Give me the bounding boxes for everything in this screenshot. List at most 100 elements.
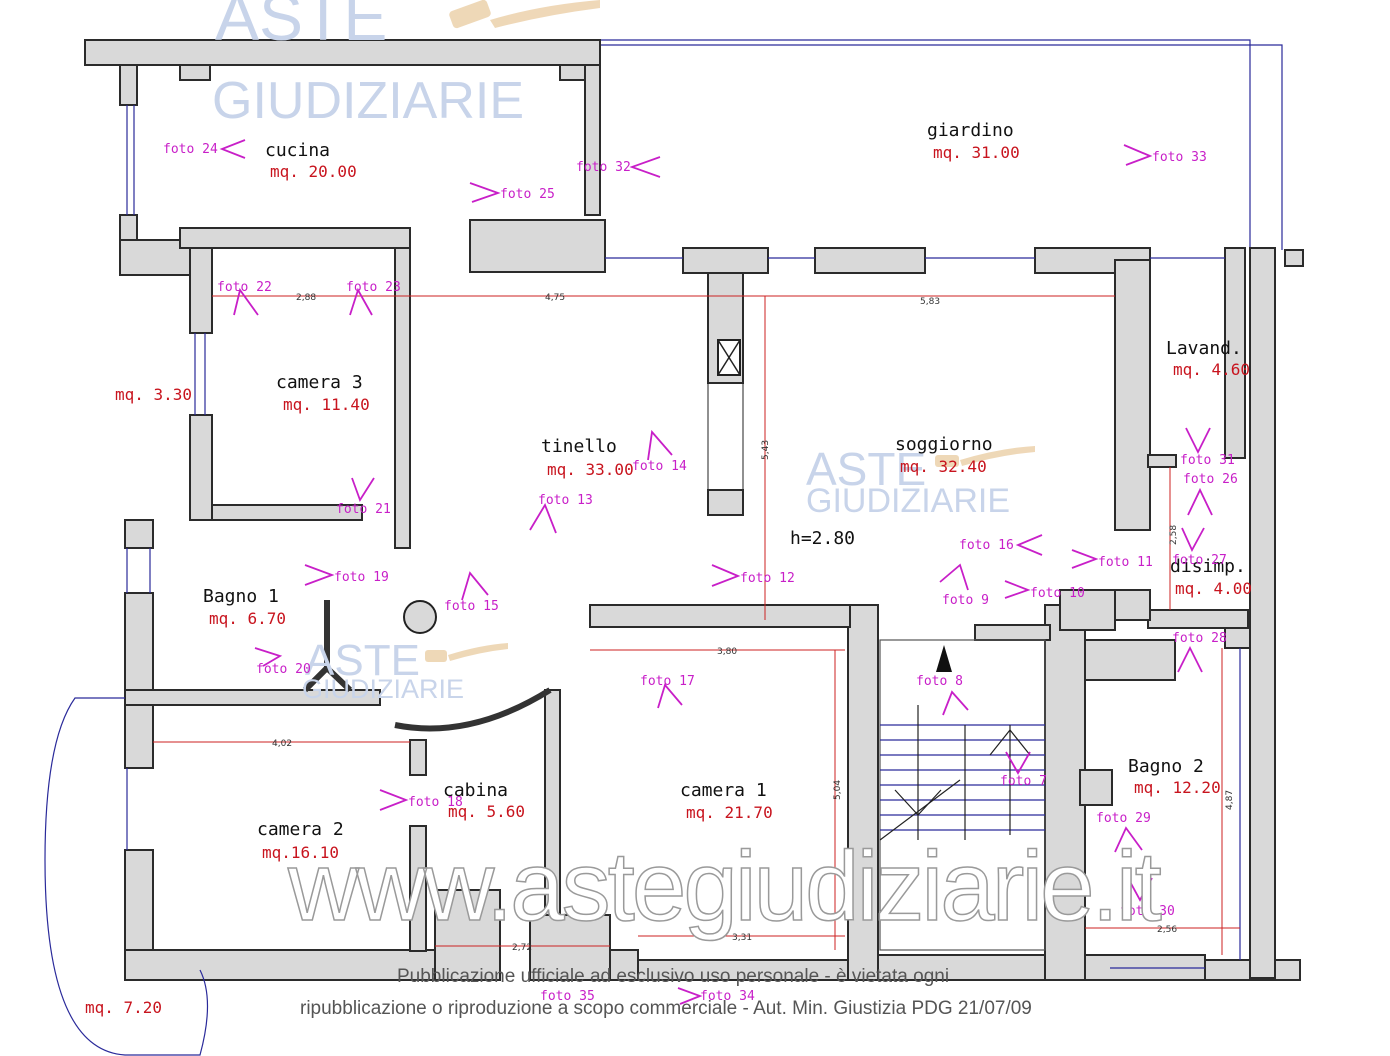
- photo-marker: foto 30: [1120, 877, 1175, 919]
- photo-marker: foto 14: [632, 429, 687, 474]
- room-name: camera 2: [257, 819, 344, 840]
- photo-marker: foto 10: [1004, 580, 1085, 601]
- photo-marker: foto 34: [677, 987, 755, 1005]
- svg-text:foto 11: foto 11: [1098, 555, 1153, 570]
- svg-text:foto 23: foto 23: [346, 280, 401, 295]
- watermark-logo-top: ASTE: [215, 0, 387, 54]
- svg-text:foto 10: foto 10: [1030, 586, 1085, 601]
- column: [403, 600, 437, 634]
- room-area: mq. 12.20: [1134, 778, 1221, 797]
- room-name: camera 3: [276, 372, 363, 393]
- dim-label: 4,87: [1225, 790, 1235, 810]
- photo-marker: foto 8: [916, 674, 969, 716]
- dim-label: 2,72: [512, 943, 532, 953]
- svg-text:foto 19: foto 19: [334, 570, 389, 585]
- room-name: Bagno 1: [203, 586, 279, 607]
- watermark-logo-low: ASTE: [305, 636, 420, 685]
- photo-markers: foto 24 foto 32 foto 25 foto 33 foto 22 …: [163, 139, 1238, 1005]
- svg-text:foto 12: foto 12: [740, 571, 795, 586]
- svg-text:foto 17: foto 17: [640, 674, 695, 689]
- garden-boundary-outer: [600, 44, 1283, 250]
- staircase: [879, 639, 1046, 951]
- garden-boundary: [600, 39, 1251, 250]
- watermark-logo-top: GIUDIZIARIE: [212, 72, 524, 130]
- room-area: mq. 31.00: [933, 143, 1020, 162]
- room-area: mq. 4.60: [1173, 360, 1250, 379]
- photo-marker: foto 28: [1172, 631, 1227, 673]
- watermark-logo-mid: ASTE: [806, 443, 926, 495]
- dim-label: 4,75: [545, 293, 565, 303]
- photo-marker: foto 32: [576, 156, 661, 178]
- photo-marker: foto 12: [711, 564, 795, 587]
- room-name: tinello: [541, 436, 617, 457]
- watermark-logo-mid: GIUDIZIARIE: [806, 482, 1010, 520]
- svg-text:foto 35: foto 35: [540, 989, 595, 1004]
- dim-label: 3,31: [732, 933, 752, 943]
- cabina-curved-wall: [394, 687, 552, 732]
- room-area: mq. 5.60: [448, 802, 525, 821]
- photo-marker: foto 27: [1172, 527, 1227, 568]
- photo-marker: foto 15: [444, 571, 499, 614]
- svg-text:foto 29: foto 29: [1096, 811, 1151, 826]
- dim-label: 2,58: [1169, 525, 1179, 545]
- walls: [84, 39, 1304, 981]
- room-area: mq. 3.30: [115, 385, 192, 404]
- photo-marker: foto 29: [1096, 811, 1151, 853]
- photo-marker: foto 21: [336, 477, 391, 517]
- window-lines: [44, 105, 1241, 1056]
- room-name: giardino: [927, 120, 1014, 141]
- svg-text:foto 20: foto 20: [256, 662, 311, 677]
- svg-text:foto 21: foto 21: [336, 502, 391, 517]
- svg-text:foto 16: foto 16: [959, 538, 1014, 553]
- photo-marker: foto 33: [1123, 144, 1207, 166]
- photo-marker: foto 25: [469, 182, 555, 203]
- svg-text:foto 15: foto 15: [444, 599, 499, 614]
- room-area: mq. 20.00: [270, 162, 357, 181]
- photo-marker: foto 23: [346, 280, 401, 316]
- photo-marker: foto 31: [1180, 427, 1235, 468]
- svg-text:foto 22: foto 22: [217, 280, 272, 295]
- photo-marker: foto 9: [939, 563, 989, 608]
- legal-notice-line1: Pubblicazione ufficiale ad esclusivo uso…: [397, 966, 949, 987]
- svg-text:foto 9: foto 9: [942, 593, 989, 608]
- room-labels: cucina mq. 20.00 giardino mq. 31.00 came…: [85, 120, 1252, 1017]
- photo-marker: foto 11: [1071, 549, 1153, 570]
- svg-text:foto 13: foto 13: [538, 493, 593, 508]
- photo-marker: foto 35: [540, 989, 595, 1004]
- svg-text:foto 34: foto 34: [700, 989, 755, 1004]
- watermark-url: www.astegiudiziarie.it: [287, 831, 1162, 941]
- dim-label: 5,83: [920, 297, 940, 307]
- photo-marker: foto 13: [529, 493, 593, 534]
- legal-notice-line2: ripubblicazione o riproduzione a scopo c…: [300, 998, 1032, 1019]
- photo-marker: foto 18: [379, 789, 463, 811]
- dim-label: 4,02: [272, 739, 292, 749]
- room-area: mq. 32.40: [900, 457, 987, 476]
- svg-text:foto 14: foto 14: [632, 459, 687, 474]
- room-name: soggiorno: [895, 434, 993, 455]
- dimension-lines: [153, 295, 1240, 955]
- photo-marker: foto 20: [254, 647, 311, 677]
- gavel-icon: [425, 0, 1035, 662]
- dim-label: 5,43: [761, 440, 771, 460]
- svg-text:foto 25: foto 25: [500, 187, 555, 202]
- dim-label: 2,88: [296, 293, 316, 303]
- svg-text:foto 26: foto 26: [1183, 472, 1238, 487]
- photo-marker: foto 24: [163, 139, 246, 159]
- svg-text:foto 7: foto 7: [1000, 774, 1047, 789]
- room-area: mq. 7.20: [85, 998, 162, 1017]
- room-name: Bagno 2: [1128, 756, 1204, 777]
- room-name: cucina: [265, 140, 330, 161]
- dim-label: 5,04: [833, 780, 843, 800]
- photo-marker: foto 26: [1183, 472, 1238, 516]
- room-area: mq. 33.00: [547, 460, 634, 479]
- photo-marker: foto 17: [640, 674, 695, 709]
- watermark-logo-low: GIUDIZIARIE: [302, 674, 464, 704]
- dim-label: 2,56: [1157, 925, 1177, 935]
- svg-text:foto 18: foto 18: [408, 795, 463, 810]
- photo-marker: foto 7: [1000, 751, 1047, 789]
- photo-marker: foto 16: [959, 534, 1043, 556]
- photo-marker: foto 22: [217, 280, 272, 316]
- room-name: cabina: [443, 780, 508, 801]
- room-name: camera 1: [680, 780, 767, 801]
- room-name: disimp.: [1170, 556, 1246, 577]
